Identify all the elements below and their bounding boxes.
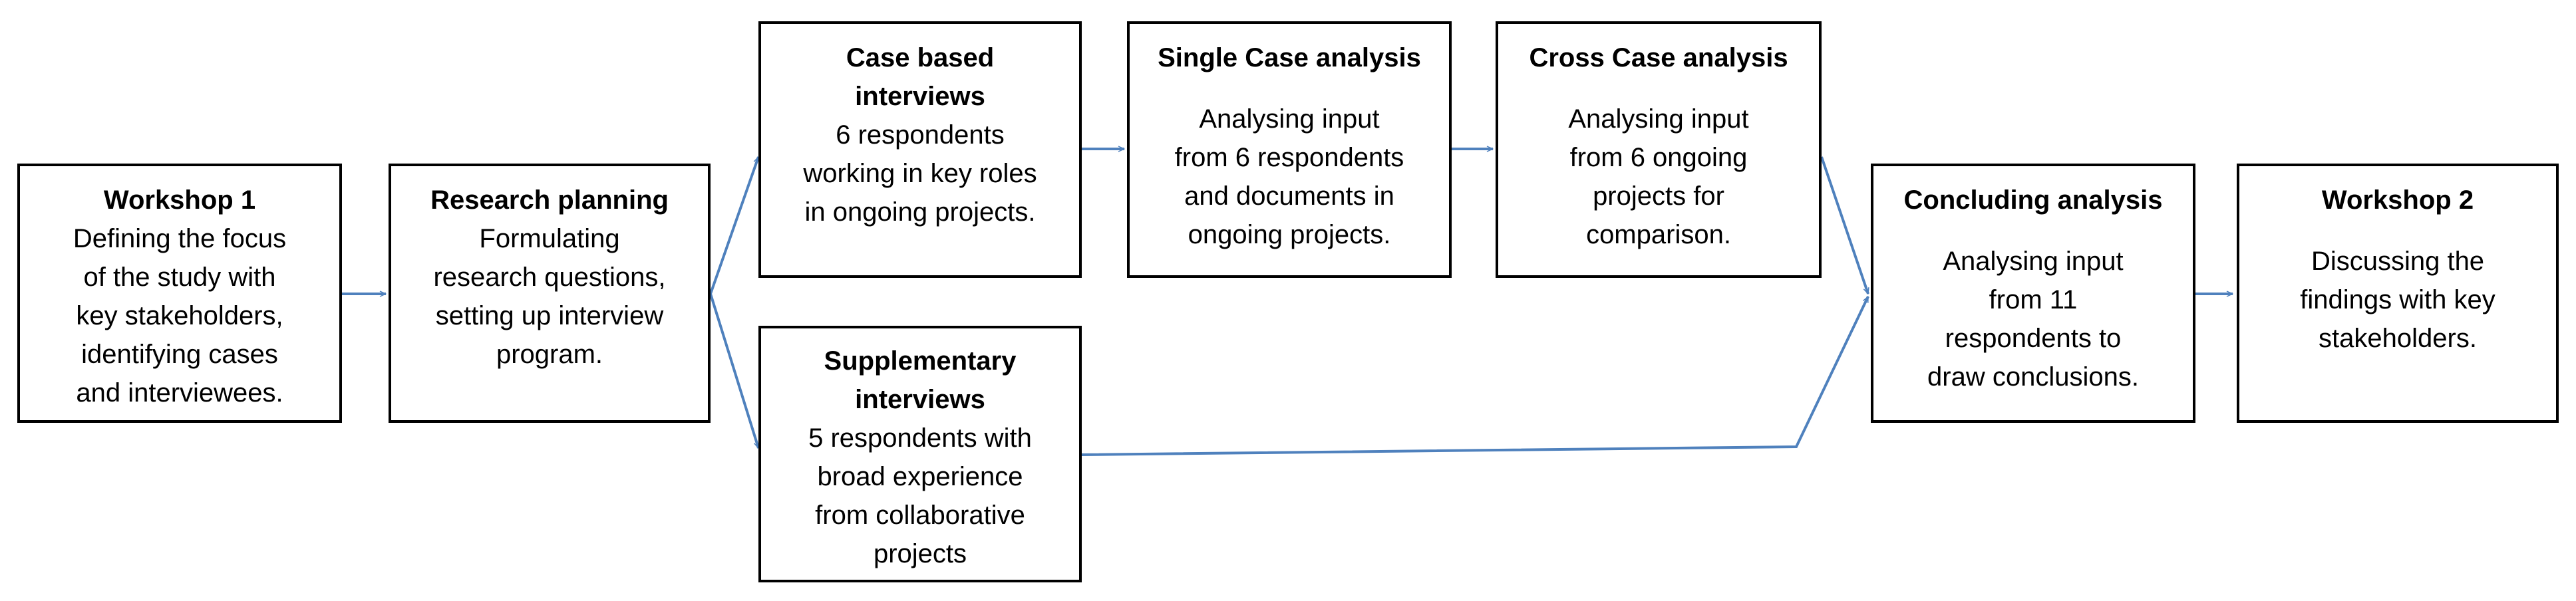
box-cross-case-analysis: Cross Case analysis Analysing input from… [1496, 21, 1822, 278]
arrow-planning-to-supplementary [709, 293, 760, 448]
box-title: Concluding analysis [1903, 185, 2163, 215]
box-line: draw conclusions. [1927, 362, 2139, 392]
box-workshop2: Workshop 2 Discussing the findings with … [2237, 164, 2559, 423]
box-line: broad experience [817, 462, 1023, 491]
box-workshop1: Workshop 1 Defining the focus of the stu… [17, 164, 342, 423]
box-line: respondents to [1945, 324, 2122, 353]
box-line: 5 respondents with [808, 423, 1032, 453]
box-title: Case based [846, 43, 995, 72]
box-line: projects [873, 539, 967, 568]
box-line: from collaborative [815, 501, 1025, 530]
box-line: and interviewees. [76, 378, 283, 408]
box-line: program. [496, 340, 603, 369]
box-case-based-interviews: Case based interviews 6 respondents work… [758, 21, 1082, 278]
box-line: in ongoing projects. [804, 197, 1036, 227]
box-title: Supplementary [824, 346, 1017, 376]
box-title: interviews [855, 82, 985, 111]
box-line: working in key roles [803, 159, 1037, 188]
box-supplementary-interviews: Supplementary interviews 5 respondents w… [758, 326, 1082, 582]
box-line: Analysing input [1568, 104, 1749, 134]
box-title: interviews [855, 385, 985, 414]
arrow-supplementary-to-concluding [1081, 297, 1869, 456]
box-line: of the study with [83, 263, 276, 292]
box-line: Discussing the [2311, 247, 2485, 276]
box-title: Single Case analysis [1158, 43, 1421, 72]
box-title: Workshop 2 [2321, 185, 2474, 215]
box-line: and documents in [1184, 181, 1394, 211]
box-line: Formulating [479, 224, 620, 253]
box-line: Analysing input [1943, 247, 2124, 276]
box-title: Workshop 1 [103, 185, 256, 215]
box-line: Defining the focus [73, 224, 287, 253]
box-research-planning: Research planning Formulating research q… [389, 164, 711, 423]
box-line: comparison. [1586, 220, 1731, 249]
arrow-planning-to-case-interviews [709, 157, 760, 295]
box-line: identifying cases [81, 340, 278, 369]
box-single-case-analysis: Single Case analysis Analysing input fro… [1127, 21, 1452, 278]
arrow-cross-to-concluding [1820, 156, 1869, 294]
box-line: projects for [1593, 181, 1724, 211]
box-line: research questions, [433, 263, 666, 292]
box-line: 6 respondents [836, 120, 1005, 150]
box-line: key stakeholders, [76, 301, 283, 330]
box-line: stakeholders. [2319, 324, 2477, 353]
box-line: findings with key [2300, 285, 2496, 314]
box-line: from 6 ongoing [1569, 143, 1748, 172]
box-line: Analysing input [1199, 104, 1380, 134]
box-line: from 11 [1989, 285, 2078, 314]
box-line: from 6 respondents [1174, 143, 1404, 172]
box-line: ongoing projects. [1188, 220, 1391, 249]
box-title: Cross Case analysis [1529, 43, 1788, 72]
box-title: Research planning [430, 185, 669, 215]
box-line: setting up interview [435, 301, 664, 330]
box-concluding-analysis: Concluding analysis Analysing input from… [1871, 164, 2195, 423]
